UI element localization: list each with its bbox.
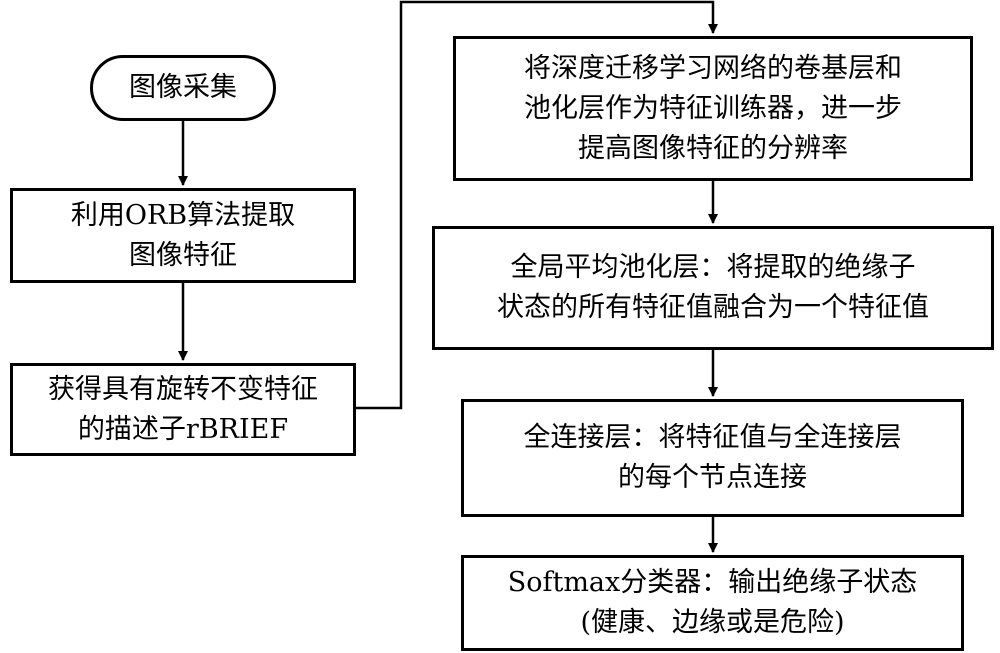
step-line: 提高图像特征的分辨率 (578, 132, 848, 164)
step-line: 获得具有旋转不变特征 (48, 373, 318, 405)
step-rbrief-descriptor: 获得具有旋转不变特征 的描述子rBRIEF (10, 363, 356, 456)
step-fully-connected: 全连接层：将特征值与全连接层 的每个节点连接 (461, 399, 964, 517)
step-line: 将深度迁移学习网络的卷基层和 (524, 52, 902, 84)
step-line: 的描述子rBRIEF (77, 413, 289, 445)
step-line: Softmax分类器：输出绝缘子状态 (507, 567, 918, 598)
step-line: 池化层作为特征训练器，进一步 (524, 92, 902, 124)
step-line: 图像特征 (129, 239, 237, 271)
step-global-avg-pooling: 全局平均池化层：将提取的绝缘子 状态的所有特征值融合为一个特征值 (432, 226, 994, 350)
step-line: 的每个节点连接 (618, 462, 807, 493)
step-extract-features: 利用ORB算法提取 图像特征 (10, 188, 356, 283)
start-text: 图像采集 (129, 72, 237, 103)
step-line: 全局平均池化层：将提取的绝缘子 (510, 252, 916, 283)
step-transfer-learning: 将深度迁移学习网络的卷基层和 池化层作为特征训练器，进一步 提高图像特征的分辨率 (453, 36, 973, 181)
step-line: 全连接层：将特征值与全连接层 (523, 422, 902, 453)
step-line: 状态的所有特征值融合为一个特征值 (497, 292, 929, 323)
step-softmax-classifier: Softmax分类器：输出绝缘子状态 (健康、边缘或是危险) (461, 555, 964, 651)
start-terminal: 图像采集 (90, 55, 276, 121)
step-line: (健康、边缘或是危险) (580, 607, 845, 638)
step-line: 利用ORB算法提取 (70, 199, 296, 231)
arrow-step2-to-step3 (356, 0, 718, 410)
